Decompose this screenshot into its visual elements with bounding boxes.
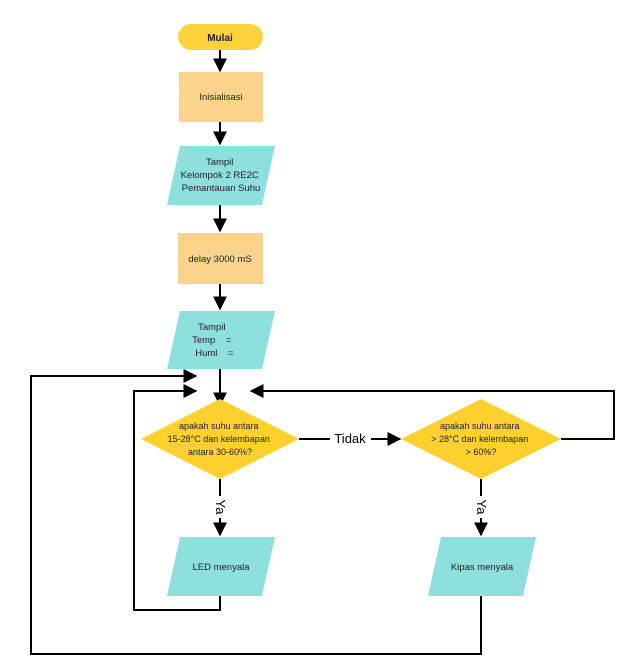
node-init-label: Inisialisasi	[199, 92, 242, 103]
display2-line-1: Tampil	[198, 322, 225, 333]
display1-line-2: Kelompok 2 RE2C	[181, 170, 259, 181]
node-led-label: LED menyala	[192, 562, 250, 573]
node-decision2: apakah suhu antara > 28°C dan kelembapan…	[401, 399, 561, 479]
decision-shape	[141, 399, 299, 479]
edge-led-loop	[133, 384, 221, 611]
display2-line-2: Temp =	[192, 335, 232, 346]
terminal-shape	[178, 24, 263, 50]
decision1-line-2: 15-28°C dan kelembapan	[168, 434, 270, 444]
decision2-line-1: apakah suhu antara	[440, 421, 520, 431]
node-decision2-label: apakah suhu antara > 28°C dan kelembapan…	[431, 421, 530, 457]
node-init: Inisialisasi	[179, 72, 263, 122]
edge-fan-loop	[30, 369, 482, 655]
node-decision1: apakah suhu antara 15-28°C dan kelembapa…	[141, 399, 299, 479]
label-no: Tidak	[334, 431, 366, 446]
edge-decision2-loop	[249, 384, 615, 440]
node-delay-label: delay 3000 mS	[188, 254, 251, 265]
display2-line-3: Huml =	[195, 348, 234, 359]
io-shape	[428, 537, 536, 596]
decision1-line-1: apakah suhu antara	[179, 421, 259, 431]
decision-shape	[401, 399, 561, 479]
node-start-label: Mulai	[207, 33, 233, 44]
node-fan-label: Kipas menyala	[451, 562, 514, 573]
node-fan: Kipas menyala	[428, 537, 536, 596]
node-display1-label: Tampil Kelompok 2 RE2C Pemantauan Suhu	[181, 157, 262, 194]
label-yes-2: Ya	[474, 500, 489, 516]
node-display2-label: Tampil Temp = Huml =	[0, 0, 250, 359]
edge-labels: Tidak Ya Ya	[213, 431, 489, 515]
label-yes-1: Ya	[213, 500, 228, 516]
display1-line-1: Tampil	[206, 157, 233, 168]
decision2-line-3: > 60%?	[466, 447, 497, 457]
node-display2: Tampil Temp = Huml =	[0, 0, 275, 369]
node-decision1-label: apakah suhu antara 15-28°C dan kelembapa…	[168, 421, 273, 457]
display1-line-3: Pemantauan Suhu	[182, 183, 261, 194]
io-shape	[167, 537, 275, 596]
io-shape	[167, 311, 275, 369]
node-led: LED menyala	[167, 537, 275, 596]
process-shape	[179, 72, 263, 122]
process-shape	[178, 233, 263, 284]
io-shape	[167, 146, 275, 205]
decision1-line-3: antara 30-60%?	[188, 447, 252, 457]
node-display1: Tampil Kelompok 2 RE2C Pemantauan Suhu	[167, 146, 275, 205]
connectors	[30, 50, 615, 655]
node-delay: delay 3000 mS	[178, 233, 263, 284]
decision2-line-2: > 28°C dan kelembapan	[431, 434, 528, 444]
node-start: Mulai	[178, 24, 263, 50]
